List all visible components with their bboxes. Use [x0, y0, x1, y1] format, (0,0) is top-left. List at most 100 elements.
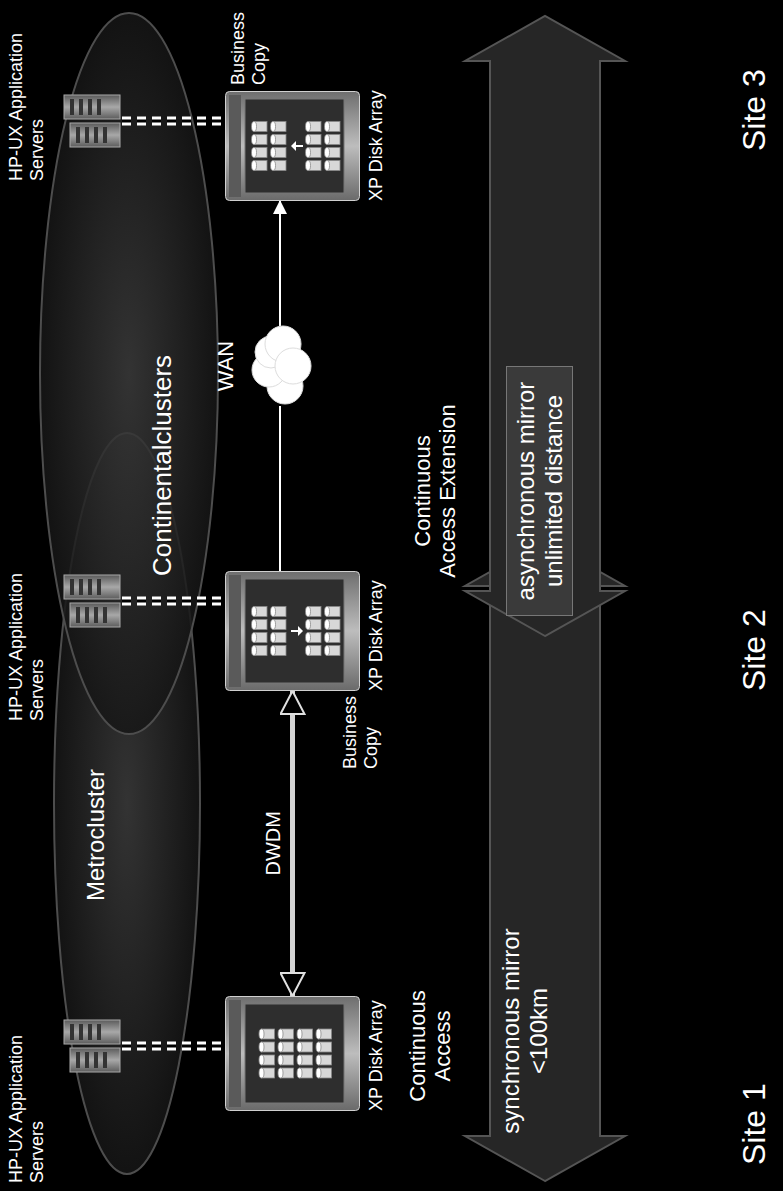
drive-slot [70, 579, 74, 595]
mirror-note: synchronous mirror <100km [497, 921, 552, 1141]
server-tower [64, 95, 120, 119]
disk-top [278, 1029, 283, 1039]
array-cabinet [226, 92, 360, 201]
disk-top [252, 620, 257, 630]
drive-slot [85, 1052, 89, 1068]
wan-label: WAN [213, 316, 238, 416]
server-label: HP-UX Application Servers [6, 1008, 47, 1183]
array-panel [245, 579, 344, 683]
server-rack: HP-UX Application Servers [62, 91, 122, 151]
server-shape [62, 1016, 122, 1076]
copy-arrowhead [298, 626, 303, 636]
disk-top [306, 135, 311, 145]
disk-top [271, 607, 276, 617]
link-label: DWDM [262, 811, 285, 875]
disk-top [297, 1042, 302, 1052]
disk-array: Business CopyXP Disk Array [225, 571, 360, 691]
copy-label: Business Copy [228, 9, 269, 85]
disk-top [271, 148, 276, 158]
array-top-strip [229, 575, 241, 687]
mirror-type: Continuous Access Extension [410, 391, 461, 591]
disk-top [278, 1042, 283, 1052]
ellipse-shape [38, 11, 220, 736]
array-shape [225, 996, 360, 1111]
disk-top [325, 122, 330, 132]
array-shape [225, 91, 360, 201]
disk-top [252, 607, 257, 617]
disk-top [306, 161, 311, 171]
disk-top [271, 633, 276, 643]
server-tower [70, 603, 120, 627]
array-label: XP Disk Array [366, 580, 387, 691]
server-tower [64, 1020, 120, 1044]
disk-top [259, 1029, 264, 1039]
drive-slot [97, 99, 101, 115]
disk-top [252, 633, 257, 643]
server-label: HP-UX Application Servers [6, 6, 47, 181]
server-rack: HP-UX Application Servers [62, 1016, 122, 1076]
disk-top [252, 148, 257, 158]
array-top-strip [229, 1000, 241, 1107]
disk-top [325, 161, 330, 171]
copy-arrow [295, 145, 303, 147]
disk-top [252, 135, 257, 145]
disk-top [316, 1042, 321, 1052]
drive-slot [85, 607, 89, 623]
disk-top [306, 122, 311, 132]
site-label: Site 1 [736, 1083, 773, 1165]
disk-top [271, 122, 276, 132]
dwdm-link [290, 691, 295, 996]
disk-array: Business CopyXP Disk Array [225, 91, 360, 201]
array-panel [245, 99, 344, 193]
drive-slot [103, 127, 107, 143]
async-mirror-arrow [465, 16, 625, 636]
site-label: Site 2 [736, 609, 773, 691]
drive-slot [85, 127, 89, 143]
disk-top [271, 135, 276, 145]
cloud-puff [275, 348, 311, 384]
server-shape [62, 571, 122, 631]
copy-arrow [291, 630, 299, 632]
disk-top [297, 1055, 302, 1065]
wan-link [279, 201, 281, 326]
dash-gap [122, 120, 225, 123]
drive-slot [79, 1024, 83, 1040]
copy-arrowhead [291, 141, 296, 151]
drive-slot [88, 1024, 92, 1040]
drive-slot [94, 1052, 98, 1068]
array-label: XP Disk Array [366, 1000, 387, 1111]
array-panel [245, 1004, 344, 1103]
disk-top [259, 1068, 264, 1078]
drive-slot [94, 127, 98, 143]
drive-slot [79, 99, 83, 115]
host-link [122, 1042, 225, 1051]
disk-top [306, 633, 311, 643]
drive-slot [79, 579, 83, 595]
disk-top [325, 646, 330, 656]
drive-slot [97, 1024, 101, 1040]
disk-top [325, 607, 330, 617]
disk-top [325, 620, 330, 630]
drive-slot [88, 99, 92, 115]
disk-array: XP Disk Array [225, 996, 360, 1111]
disk-top [325, 148, 330, 158]
server-tower [64, 575, 120, 599]
drive-slot [76, 127, 80, 143]
disk-top [259, 1042, 264, 1052]
disk-top [252, 122, 257, 132]
cluster-ellipse: Continentalclusters [38, 11, 220, 736]
wan-cloud: WAN [245, 326, 315, 406]
mirror-type: Continuous Access [405, 981, 456, 1111]
server-rack: HP-UX Application Servers [62, 571, 122, 631]
server-label: HP-UX Application Servers [6, 546, 47, 721]
disk-top [252, 161, 257, 171]
cluster-outline [40, 13, 218, 734]
drive-slot [88, 579, 92, 595]
drive-slot [70, 1024, 74, 1040]
disk-top [306, 148, 311, 158]
disk-top [259, 1055, 264, 1065]
disk-top [297, 1068, 302, 1078]
copy-label: Business Copy [340, 695, 381, 769]
disk-top [306, 607, 311, 617]
